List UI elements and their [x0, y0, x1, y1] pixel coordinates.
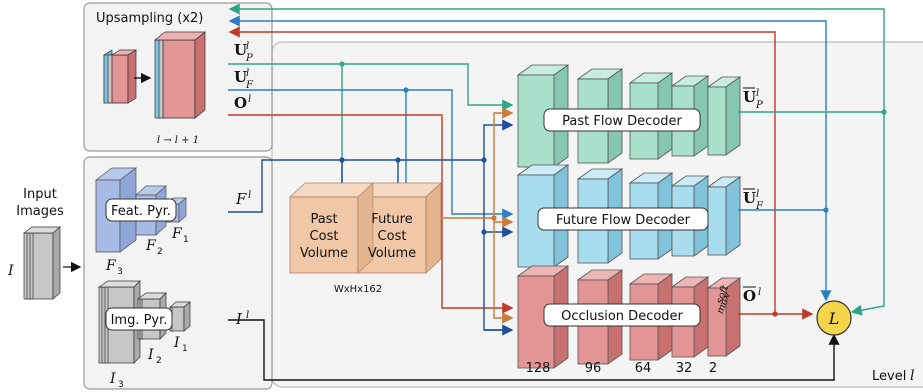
feature-pyramid: Feat. Pyr. F 3 F 2 F 1 — [94, 167, 189, 277]
feat-level-3: F — [105, 258, 117, 274]
svg-text:P: P — [245, 53, 253, 64]
feat-level-2-sub: 2 — [157, 247, 163, 257]
channels-128: 128 — [526, 361, 551, 376]
channels-64: 64 — [635, 361, 652, 376]
svg-text:l: l — [756, 189, 759, 200]
input-symbol: I — [7, 263, 14, 279]
output-uf: U — [743, 189, 756, 207]
img-level-1-sub: 1 — [182, 344, 188, 354]
input-signal-lines — [228, 63, 840, 381]
signal-o: O — [234, 94, 247, 112]
past-cv-line3: Volume — [300, 246, 348, 261]
feat-pyr-label: Feat. Pyr. — [111, 204, 171, 219]
channels-2: 2 — [709, 361, 717, 376]
output-o: O — [743, 287, 756, 305]
img-level-2: I — [147, 347, 154, 363]
past-decoder-label: Past Flow Decoder — [562, 114, 682, 129]
signal-uf: U — [234, 68, 247, 86]
input-title-line1: Input — [23, 187, 57, 202]
loss-node: L — [816, 300, 852, 336]
small-tensor-icon — [103, 49, 138, 104]
past-cv-line1: Past — [310, 212, 337, 227]
pyramids-panel: Feat. Pyr. F 3 F 2 F 1 — [83, 156, 273, 390]
svg-text:l: l — [248, 94, 251, 105]
upsampling-panel: Upsampling (x2) l → l + 1 — [83, 2, 273, 152]
past-cv-line2: Cost — [310, 229, 339, 244]
channels-96: 96 — [585, 361, 602, 376]
output-up: U — [743, 88, 756, 106]
svg-text:F: F — [755, 201, 764, 212]
past-layer-5-side — [725, 76, 741, 156]
input-title-line2: Images — [16, 204, 64, 219]
future-layer-5-side — [725, 176, 741, 256]
svg-text:l: l — [246, 310, 249, 321]
future-layer-5 — [707, 186, 727, 256]
img-pyr-label: Img. Pyr. — [111, 313, 168, 328]
channels-32: 32 — [676, 361, 693, 376]
outputs: U l P U l F O l — [738, 87, 885, 320]
signal-feat: F — [235, 190, 247, 208]
level-label: Level — [872, 369, 906, 384]
signal-up: U — [234, 41, 247, 59]
occlusion-decoder-label: Occlusion Decoder — [561, 309, 683, 324]
level-symbol: l — [910, 368, 914, 384]
svg-text:l: l — [756, 88, 759, 99]
img-level-1: I — [173, 335, 180, 351]
channel-counts: 128 96 64 32 2 — [526, 361, 718, 376]
svg-text:F: F — [245, 80, 254, 91]
upsampling-title: Upsampling (x2) — [96, 11, 203, 26]
img-level-3-sub: 3 — [118, 380, 124, 390]
future-decoder-label: Future Flow Decoder — [556, 213, 691, 228]
cost-volume-dims: WxHx162 — [334, 284, 382, 295]
svg-text:l: l — [758, 287, 761, 298]
future-cv-line2: Cost — [378, 229, 407, 244]
future-cv-line3: Volume — [368, 246, 416, 261]
past-layer-5 — [707, 86, 727, 156]
cost-volume: Past Cost Volume Future Cost Volume WxHx… — [288, 182, 443, 295]
svg-text:l: l — [246, 41, 249, 52]
svg-text:l: l — [248, 190, 251, 201]
signal-labels: U l P U l F O l F l I l — [234, 41, 254, 328]
loss-symbol: L — [828, 309, 840, 328]
future-cv-line1: Future — [371, 212, 412, 227]
occlusion-layer-5 — [707, 287, 727, 357]
feedback-lines — [228, 3, 885, 314]
input-images: Input Images I — [7, 187, 82, 300]
image-pyramid: Img. Pyr. I 3 I 2 I 1 — [97, 280, 191, 390]
feat-level-1-sub: 1 — [183, 235, 189, 245]
decoder-labels: Past Flow Decoder Future Flow Decoder Oc… — [537, 108, 733, 327]
upsampling-caption: l → l + 1 — [157, 135, 199, 146]
img-level-2-sub: 2 — [156, 356, 162, 366]
feat-level-3-sub: 3 — [117, 267, 123, 277]
large-tensor-icon — [154, 31, 206, 119]
svg-text:l: l — [246, 68, 249, 79]
img-level-3: I — [109, 371, 116, 387]
feat-level-1: F — [171, 226, 183, 242]
signal-img: I — [235, 310, 243, 328]
svg-text:P: P — [755, 100, 763, 111]
feat-level-2: F — [145, 238, 157, 254]
